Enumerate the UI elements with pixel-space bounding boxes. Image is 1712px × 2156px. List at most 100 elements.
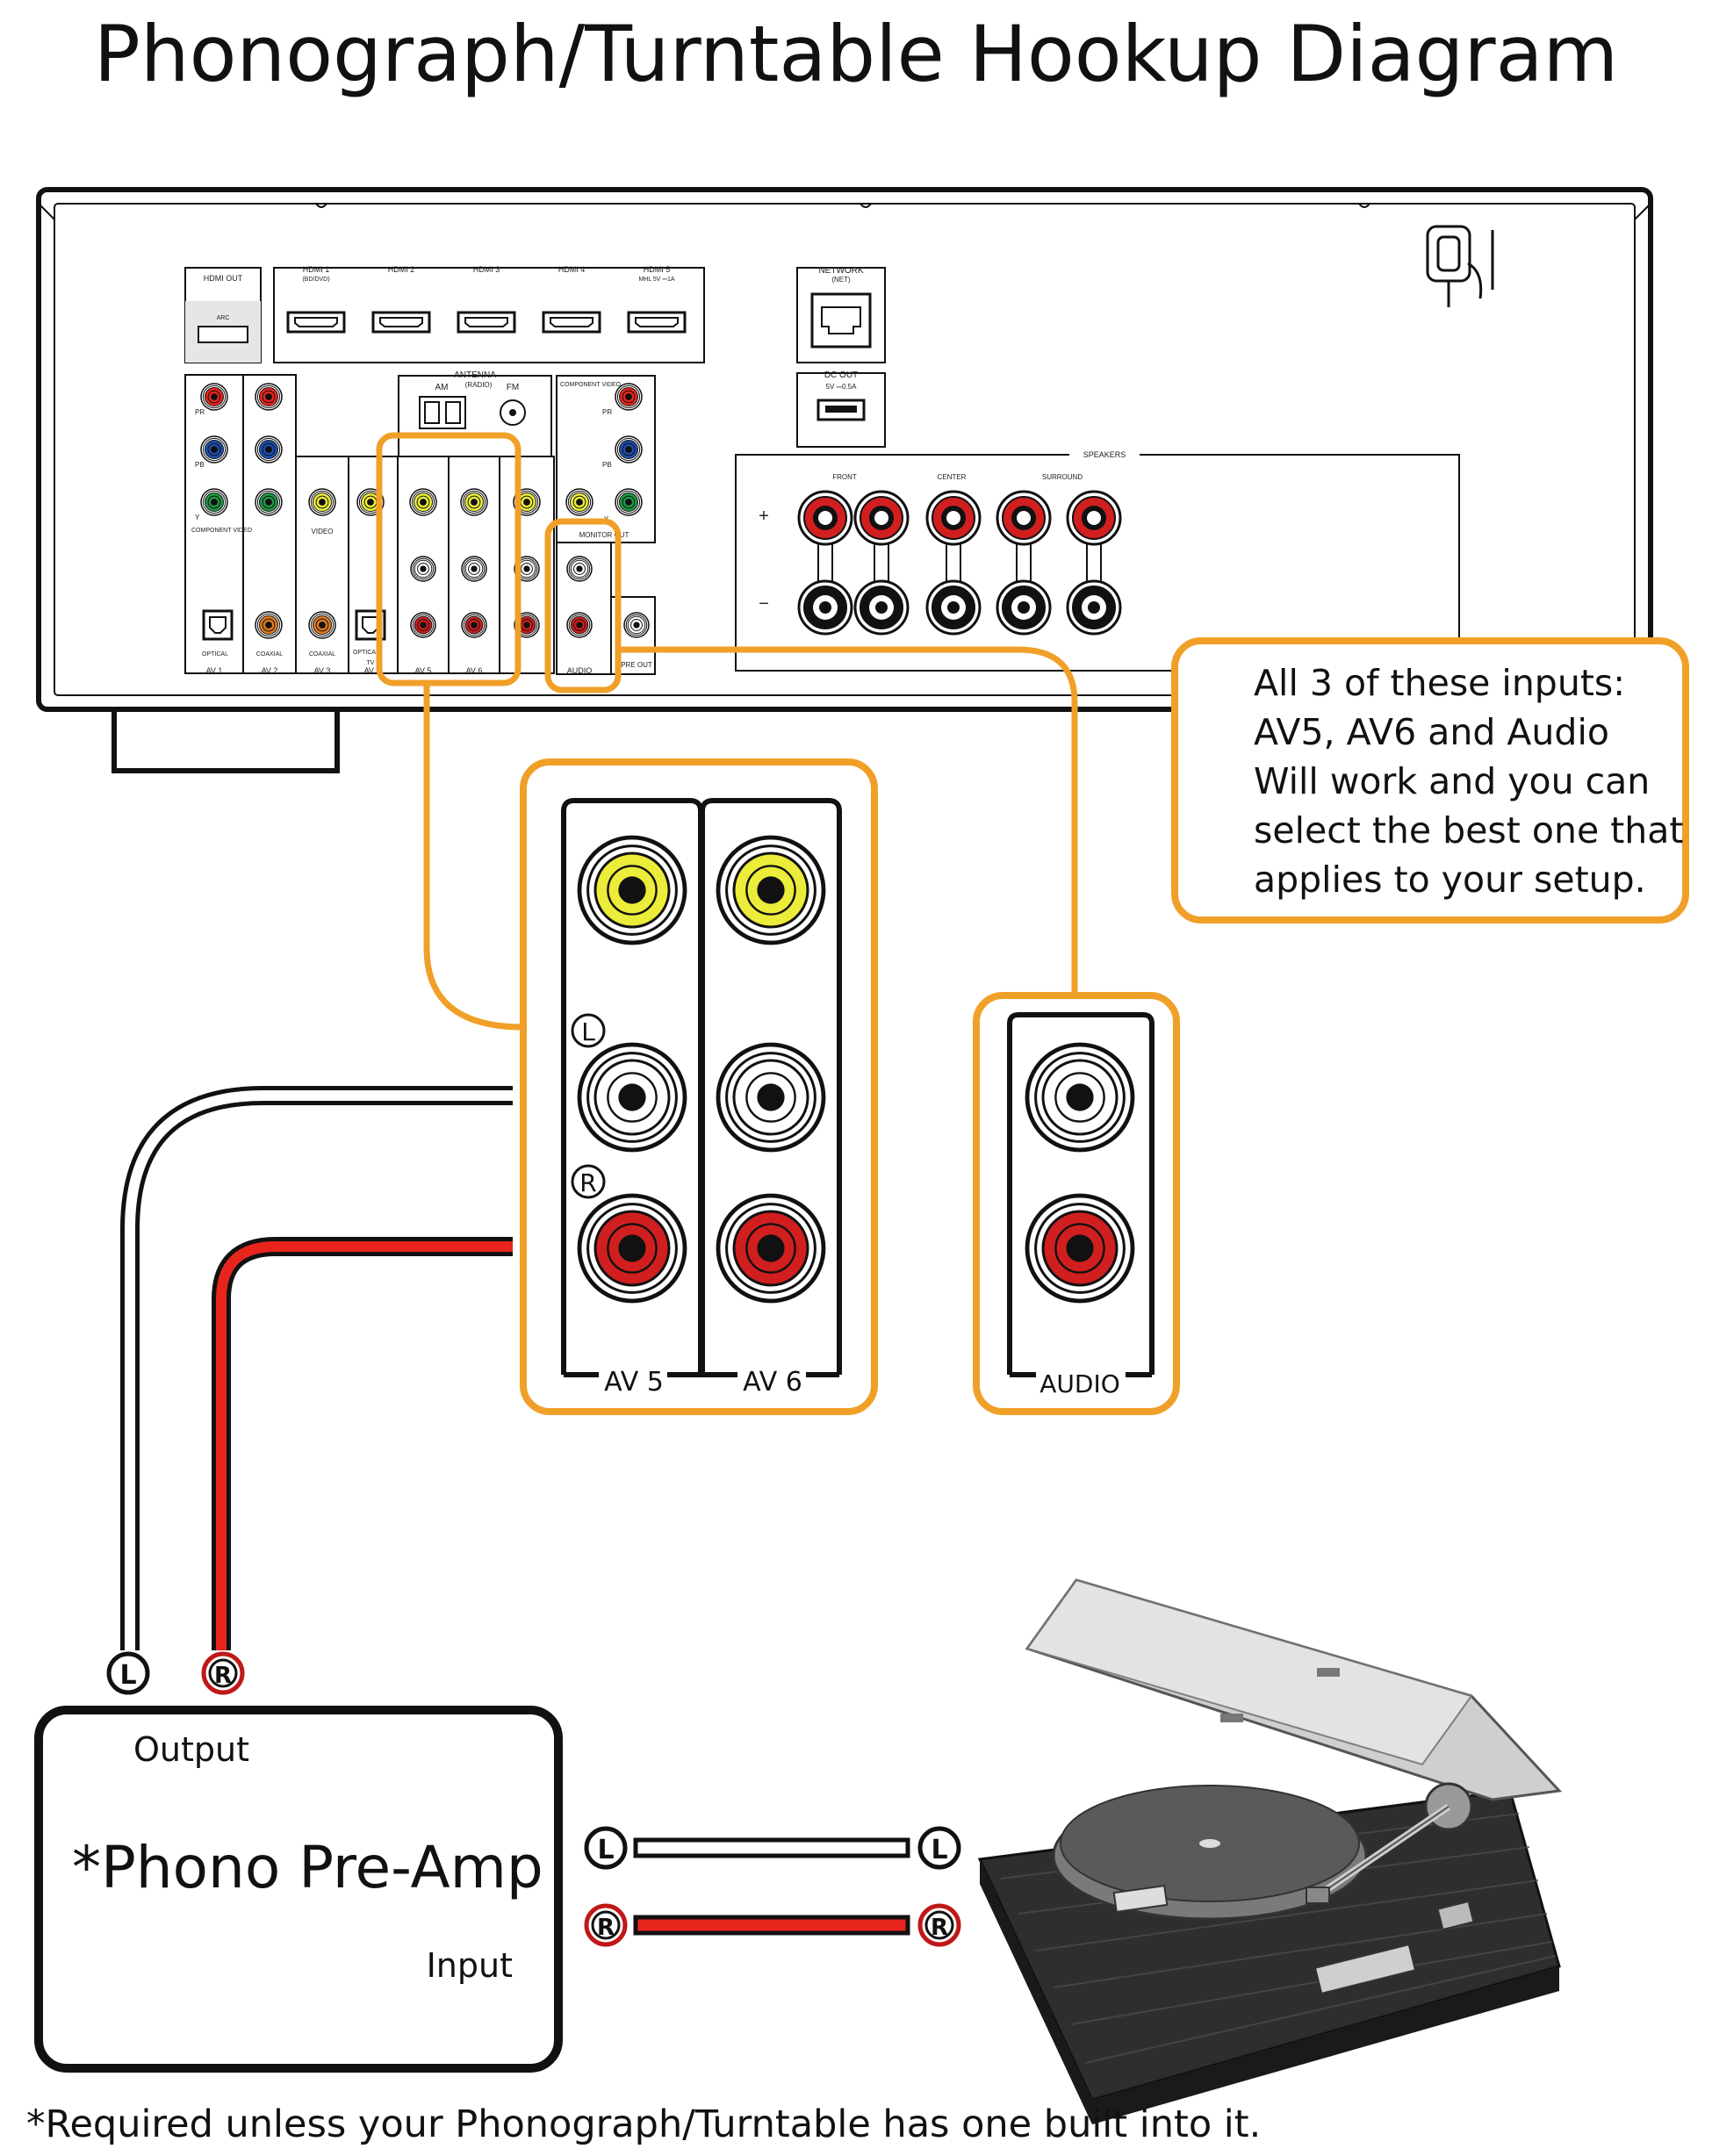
hdmi-input-label: HDMI 5 <box>644 265 671 274</box>
component-jack <box>615 435 643 464</box>
pb-label-1: PB <box>195 461 205 469</box>
fm-label: FM <box>507 383 519 392</box>
network-sub-label: (NET) <box>831 276 851 284</box>
inset-audio-right-jack <box>716 1193 826 1304</box>
receiver-bottom-label: AV 6 <box>466 666 483 675</box>
optical-port-icon <box>202 609 234 641</box>
component-jack <box>615 383 643 411</box>
audio-inset-left-jack <box>1025 1042 1135 1153</box>
inset-video-jack <box>716 835 826 945</box>
hdmi-input-sub-label: (BD/DVD) <box>302 277 329 283</box>
speaker-section: SPEAKERS FRONT CENTER SURROUND + − <box>735 446 1460 672</box>
antenna-section: ANTENNA (RADIO) AM FM <box>398 370 552 457</box>
turntable-cables: L L R R <box>584 1826 961 1947</box>
power-cord-icon <box>1426 225 1494 307</box>
audio-right-jack <box>461 612 487 638</box>
minus-label: − <box>759 594 769 614</box>
svg-text:L: L <box>597 1835 614 1865</box>
network-section: NETWORK (NET) DC OUT 5V ⎓0.5A <box>796 266 886 448</box>
audio-left-jack <box>410 556 436 582</box>
receiver-bottom-label: AV 5 <box>415 666 432 675</box>
speakers-label: SPEAKERS <box>1083 450 1126 459</box>
right-output-cable <box>212 1237 513 1650</box>
hdmi-port-icon <box>627 311 687 334</box>
preamp-output-cables <box>120 1086 513 1650</box>
hdmi-input-sub-label: MHL 5V ⎓1A <box>638 277 674 283</box>
svg-text:R: R <box>214 1663 232 1689</box>
hdmi-port-icon <box>457 311 516 334</box>
video-label: VIDEO <box>312 528 334 535</box>
audio-right-jack <box>566 612 593 638</box>
hdmi-input-label: HDMI 2 <box>388 265 415 274</box>
phono-preamp-box: Output *Phono Pre-Amp Input <box>34 1706 563 2073</box>
speaker-terminal <box>996 490 1052 636</box>
pre-out-label: PRE OUT <box>621 661 652 669</box>
inset-right-badge: R <box>571 1164 606 1199</box>
svg-text:R: R <box>579 1168 596 1197</box>
right-input-cable <box>633 1915 910 1936</box>
arc-label: ARC <box>217 315 230 321</box>
hdmi-port-icon <box>371 311 431 334</box>
component-jack <box>615 488 643 516</box>
am-label: AM <box>435 383 449 392</box>
av6-label: AV 6 <box>743 1367 802 1398</box>
hdmi-out-port <box>198 326 248 343</box>
speaker-terminal <box>797 490 853 636</box>
front-label: FRONT <box>832 473 857 481</box>
speaker-terminal <box>925 490 982 636</box>
antenna-label: ANTENNA <box>454 370 496 380</box>
receiver-bottom-label: AV 4 <box>364 666 381 675</box>
component-jack <box>200 383 228 411</box>
video-jack <box>409 488 437 516</box>
cable-left-badge-end: L <box>917 1826 961 1870</box>
av5-av6-highlight <box>376 432 522 686</box>
left-input-cable <box>633 1837 910 1858</box>
turntable-illustration <box>977 1578 1563 2124</box>
svg-text:L: L <box>119 1660 136 1691</box>
dc-out-label: DC OUT <box>824 370 858 380</box>
dc-out-sub-label: 5V ⎓0.5A <box>826 383 858 391</box>
speaker-terminal <box>853 490 910 636</box>
left-output-cable <box>120 1086 513 1650</box>
hdmi-port-icon <box>286 311 346 334</box>
hdmi-out-label: HDMI OUT <box>204 274 243 283</box>
audio-inset-right-jack <box>1025 1193 1135 1304</box>
cable-right-badge-start: R <box>584 1903 628 1947</box>
hdmi-input-label: HDMI 3 <box>473 265 500 274</box>
svg-text:L: L <box>931 1835 947 1865</box>
callout-box: All 3 of these inputs:AV5, AV6 and Audio… <box>1171 637 1689 923</box>
inset-video-jack <box>577 835 687 945</box>
video-jack <box>565 488 593 516</box>
coaxial-jack <box>255 611 283 639</box>
video-jack <box>308 488 336 516</box>
component-jack <box>200 488 228 516</box>
plus-label: + <box>759 507 769 526</box>
av5-label: AV 5 <box>604 1367 664 1398</box>
inset-audio-left-jack <box>716 1042 826 1153</box>
optical-label-2: OPTICAL <box>353 650 379 656</box>
audio-left-jack <box>566 556 593 582</box>
coaxial-jack <box>308 611 336 639</box>
page-title: Phonograph/Turntable Hookup Diagram <box>94 9 1619 99</box>
audio-inset: AUDIO <box>973 992 1180 1415</box>
callout-line: applies to your setup. <box>1254 859 1646 901</box>
pb-label-2: PB <box>602 461 612 469</box>
inset-left-badge: L <box>571 1013 606 1048</box>
component-jack <box>200 435 228 464</box>
audio-highlight <box>544 518 622 694</box>
receiver-small-labels: PR PB Y COMPONENT VIDEO VIDEO COMPONENT … <box>191 382 652 669</box>
svg-text:R: R <box>597 1915 615 1941</box>
inset-audio-left-jack <box>577 1042 687 1153</box>
coaxial-label-1: COAXIAL <box>256 651 283 658</box>
component-jack <box>255 488 283 516</box>
component-video-label-1: COMPONENT VIDEO <box>191 528 253 534</box>
antenna-sub-label: (RADIO) <box>465 381 493 389</box>
speaker-terminal <box>1066 490 1122 636</box>
coaxial-label-2: COAXIAL <box>309 651 335 658</box>
receiver-foot <box>111 707 340 773</box>
preamp-right-badge: R <box>201 1651 245 1695</box>
av5-av6-inset: AV 5 AV 6 L R <box>520 758 878 1415</box>
